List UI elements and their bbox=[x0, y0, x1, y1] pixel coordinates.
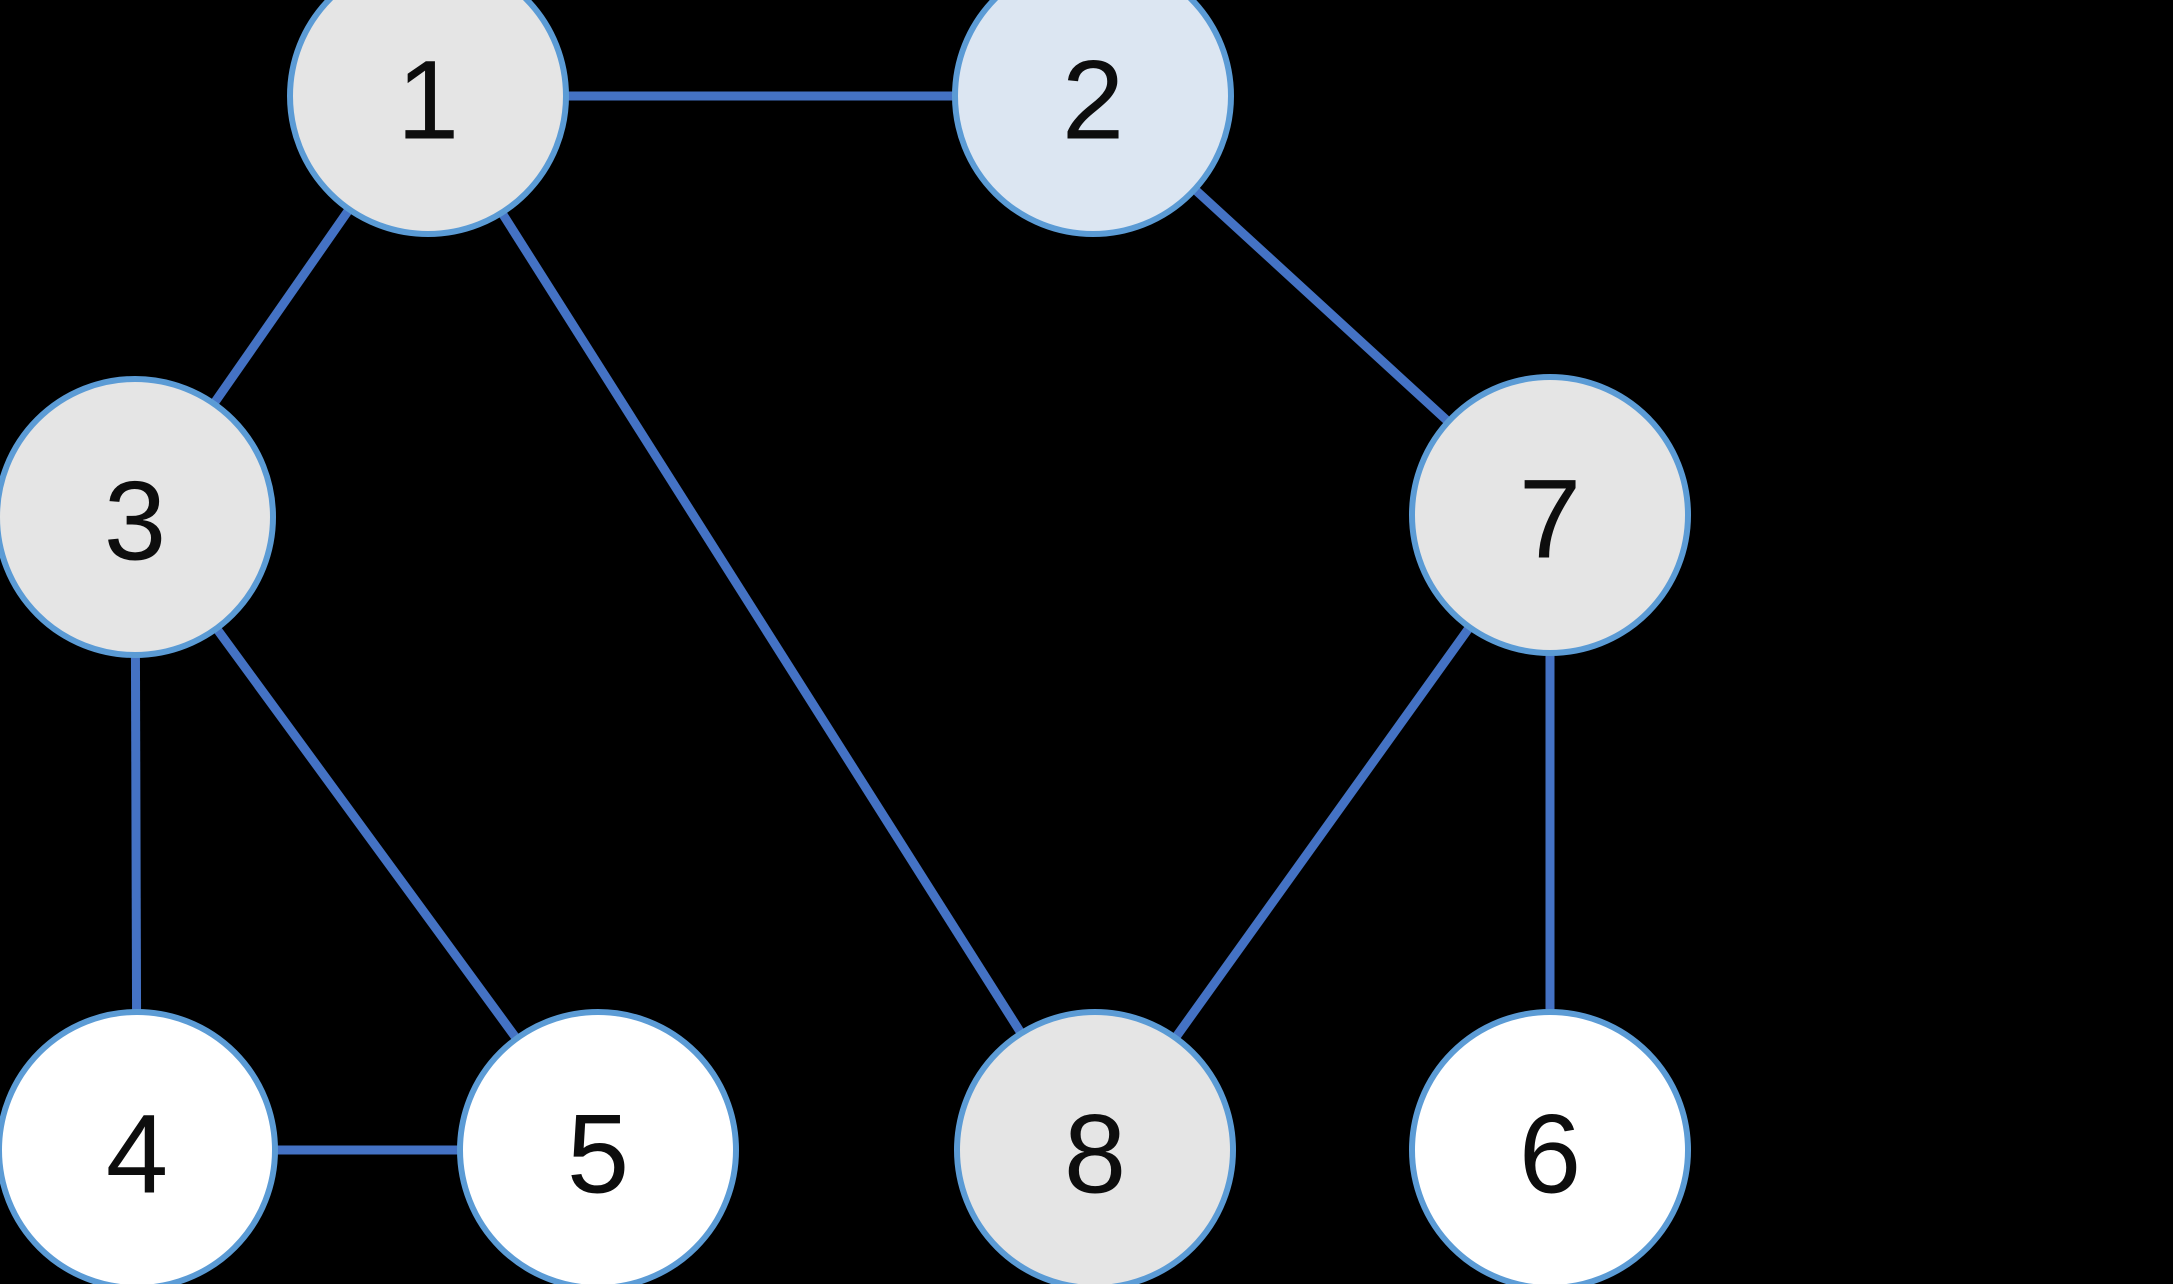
graph-node-label-3: 3 bbox=[104, 459, 166, 584]
graph-node-circle-3[interactable] bbox=[0, 376, 276, 658]
graph-node-label-5: 5 bbox=[567, 1092, 629, 1217]
graph-node-circle-4[interactable] bbox=[0, 1009, 278, 1284]
graph-node-6[interactable]: 6 bbox=[1409, 1009, 1691, 1284]
graph-edge-1-3[interactable] bbox=[210, 206, 353, 407]
graph-node-circle-6[interactable] bbox=[1409, 1009, 1691, 1284]
graph-node-1[interactable]: 1 bbox=[287, 0, 569, 237]
graph-node-5[interactable]: 5 bbox=[457, 1009, 739, 1284]
graph-node-circle-2[interactable] bbox=[952, 0, 1234, 237]
node-layer: 1 2 3 7 4 5 8 6 bbox=[0, 0, 1691, 1284]
graph-node-label-2: 2 bbox=[1062, 38, 1124, 163]
graph-node-4[interactable]: 4 bbox=[0, 1009, 278, 1284]
graph-node-label-1: 1 bbox=[397, 38, 459, 163]
graph-node-3[interactable]: 3 bbox=[0, 376, 276, 658]
graph-node-label-6: 6 bbox=[1519, 1092, 1581, 1217]
graph-node-label-4: 4 bbox=[106, 1092, 168, 1217]
graph-edge-1-8[interactable] bbox=[497, 210, 1026, 1036]
graph-edge-3-4[interactable] bbox=[130, 654, 142, 1013]
graph-node-circle-8[interactable] bbox=[954, 1009, 1236, 1284]
graph-node-circle-7[interactable] bbox=[1409, 374, 1691, 656]
graph-node-2[interactable]: 2 bbox=[952, 0, 1234, 237]
graph-node-circle-5[interactable] bbox=[457, 1009, 739, 1284]
graph-node-7[interactable]: 7 bbox=[1409, 374, 1691, 656]
graph-node-circle-1[interactable] bbox=[287, 0, 569, 237]
graph-node-label-7: 7 bbox=[1519, 457, 1581, 582]
graph-node-8[interactable]: 8 bbox=[954, 1009, 1236, 1284]
edge-layer bbox=[130, 91, 1555, 1155]
graph-edge-3-5[interactable] bbox=[212, 625, 521, 1042]
graph-edge-2-7[interactable] bbox=[1191, 185, 1452, 426]
graph-node-label-8: 8 bbox=[1064, 1092, 1126, 1217]
graph-edge-7-8[interactable] bbox=[1171, 624, 1474, 1041]
